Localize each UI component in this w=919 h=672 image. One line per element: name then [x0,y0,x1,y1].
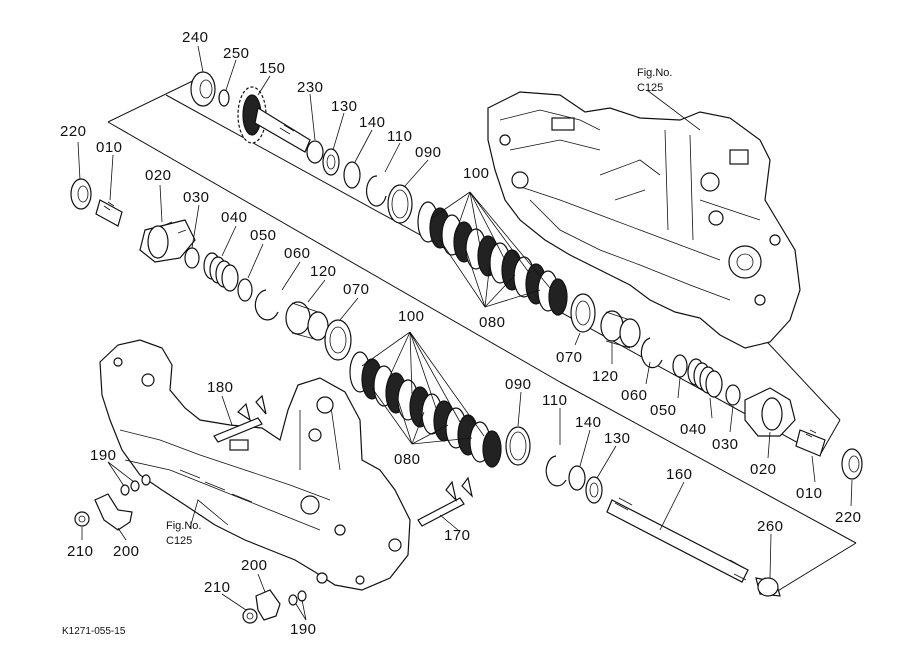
callout-130: 130 [604,430,631,447]
callout-200: 200 [241,557,268,574]
callout-190: 190 [290,621,317,638]
fig-ref-top-title: Fig.No. [637,67,672,79]
figure-references: Fig.No. C125 Fig.No. C125 [166,67,672,547]
callout-090: 090 [505,376,532,393]
callout-240: 240 [182,29,209,46]
callout-070: 070 [556,349,583,366]
callout-100: 100 [463,165,490,182]
callout-020: 020 [145,167,172,184]
fig-ref-bottom-title: Fig.No. [166,520,201,532]
callout-220: 220 [835,509,862,526]
callout-050: 050 [250,227,277,244]
callout-210: 210 [204,579,231,596]
transmission-case-top [487,91,801,349]
callout-140: 140 [575,414,602,431]
callout-140: 140 [359,114,386,131]
callout-040: 040 [221,209,248,226]
upper-shaft-parts [190,71,413,224]
callout-070: 070 [343,281,370,298]
drawing-code-label: K1271-055-15 [62,626,126,637]
lower-shaft-parts [505,426,781,597]
callout-060: 060 [621,387,648,404]
callout-080: 080 [479,314,506,331]
callout-120: 120 [592,368,619,385]
callout-150: 150 [259,60,286,77]
callout-leader-lines [77,45,853,621]
callout-160: 160 [666,466,693,483]
callout-labels: 240 250 150 230 130 140 110 090 220 010 … [60,29,862,638]
callout-020: 020 [750,461,777,478]
callout-040: 040 [680,421,707,438]
upper-clutch-pack [417,191,568,316]
callout-130: 130 [331,98,358,115]
callout-120: 120 [310,263,337,280]
callout-110: 110 [387,128,412,145]
callout-170: 170 [444,527,471,544]
fig-ref-top-number: C125 [637,82,663,94]
callout-110: 110 [542,392,567,409]
callout-010: 010 [796,485,823,502]
callout-210: 210 [67,543,94,560]
lower-clutch-pack [349,331,502,468]
callout-060: 060 [284,245,311,262]
callout-180: 180 [207,379,234,396]
right-shaft-parts [570,293,863,480]
shift-linkage-parts [74,394,474,624]
left-shaft-parts [70,178,352,361]
callout-190: 190 [90,447,117,464]
callout-260: 260 [757,518,784,535]
callout-080: 080 [394,451,421,468]
callout-030: 030 [712,436,739,453]
callout-100: 100 [398,308,425,325]
callout-220: 220 [60,123,87,140]
callout-200: 200 [113,543,140,560]
transmission-case-bottom [99,339,411,591]
callout-250: 250 [223,45,250,62]
fig-ref-bottom-number: C125 [166,535,192,547]
callout-090: 090 [415,144,442,161]
callout-030: 030 [183,189,210,206]
callout-230: 230 [297,79,324,96]
callout-050: 050 [650,402,677,419]
callout-010: 010 [96,139,123,156]
